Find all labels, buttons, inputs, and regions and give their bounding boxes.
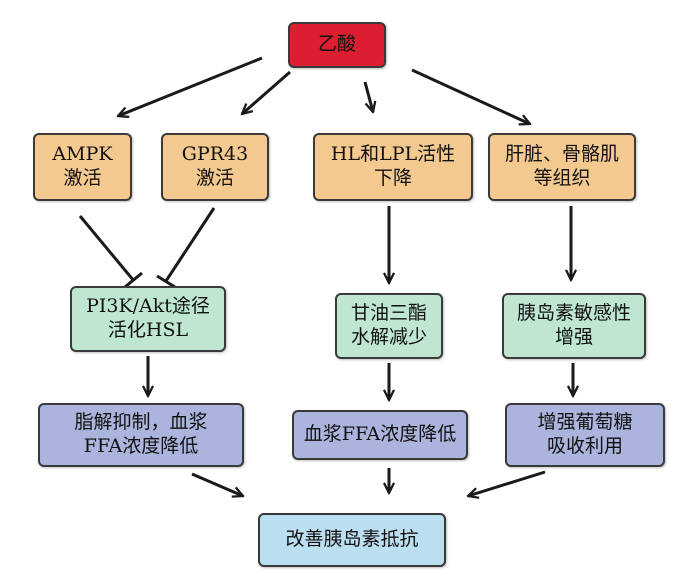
liver-muscle-label-line1: 肝脏、骨骼肌 — [504, 143, 619, 166]
glucose-label-line2: 吸收利用 — [546, 435, 623, 457]
inhibit-ampk-to-pi3k — [78, 215, 136, 282]
arrow-source-to-liver — [411, 68, 530, 124]
ampk-activation-node: AMPK 激活 — [33, 133, 132, 201]
acetate-label: 乙酸 — [317, 33, 356, 56]
result-label: 改善胰岛素抵抗 — [285, 528, 419, 551]
inhibit-ampk-bar — [124, 271, 143, 289]
plasma-ffa-label: 血浆FFA浓度降低 — [303, 423, 457, 446]
liver-muscle-node: 肝脏、骨骼肌 等组织 — [488, 133, 636, 201]
lipolysis-node: 脂解抑制，血浆 FFA浓度降低 — [38, 403, 244, 467]
tg-hydrolysis-node: 甘油三酯 水解减少 — [335, 293, 443, 359]
insulin-resistance-result-node: 改善胰岛素抵抗 — [258, 513, 446, 567]
hl-lpl-label-line1: HL和LPL活性 — [330, 143, 456, 166]
glucose-uptake-node: 增强葡萄糖 吸收利用 — [505, 403, 665, 467]
gpr43-activation-node: GPR43 激活 — [161, 133, 269, 201]
acetate-node: 乙酸 — [288, 22, 386, 68]
lipolysis-label-line1: 脂解抑制，血浆 — [74, 411, 208, 434]
hl-lpl-label-line2: 下降 — [373, 167, 412, 189]
ampk-label-line2: 激活 — [63, 167, 102, 189]
plasma-ffa-node: 血浆FFA浓度降低 — [292, 410, 468, 460]
inhibit-gpr43-bar — [156, 274, 176, 289]
arrow-glucose-to-result — [468, 470, 546, 496]
pi3k-label-line2: 活化HSL — [107, 319, 189, 341]
tg-label-line2: 水解减少 — [350, 326, 427, 348]
hl-lpl-activity-node: HL和LPL活性 下降 — [313, 133, 473, 201]
glucose-label-line1: 增强葡萄糖 — [537, 411, 633, 434]
ampk-label-line1: AMPK — [52, 143, 113, 166]
insulin-sensitivity-node: 胰岛素敏感性 增强 — [502, 293, 646, 359]
gpr43-label-line1: GPR43 — [181, 143, 249, 166]
gpr43-label-line2: 激活 — [195, 167, 234, 189]
liver-muscle-label-line2: 等组织 — [533, 167, 591, 189]
arrow-source-to-hl-lpl — [363, 81, 373, 112]
lipolysis-label-line2: FFA浓度降低 — [83, 435, 199, 457]
pi3k-label-line1: PI3K/Akt途径 — [86, 295, 210, 318]
insulin-sensitivity-label-line2: 增强 — [554, 326, 593, 348]
tg-label-line1: 甘油三酯 — [350, 302, 427, 325]
arrow-source-to-gpr43 — [242, 70, 291, 114]
inhibit-gpr43-to-pi3k — [164, 207, 216, 282]
arrow-lipolysis-to-result — [191, 472, 243, 496]
pi3k-akt-node: PI3K/Akt途径 活化HSL — [70, 286, 226, 352]
insulin-sensitivity-label-line1: 胰岛素敏感性 — [516, 302, 631, 325]
arrow-source-to-ampk — [118, 56, 263, 116]
